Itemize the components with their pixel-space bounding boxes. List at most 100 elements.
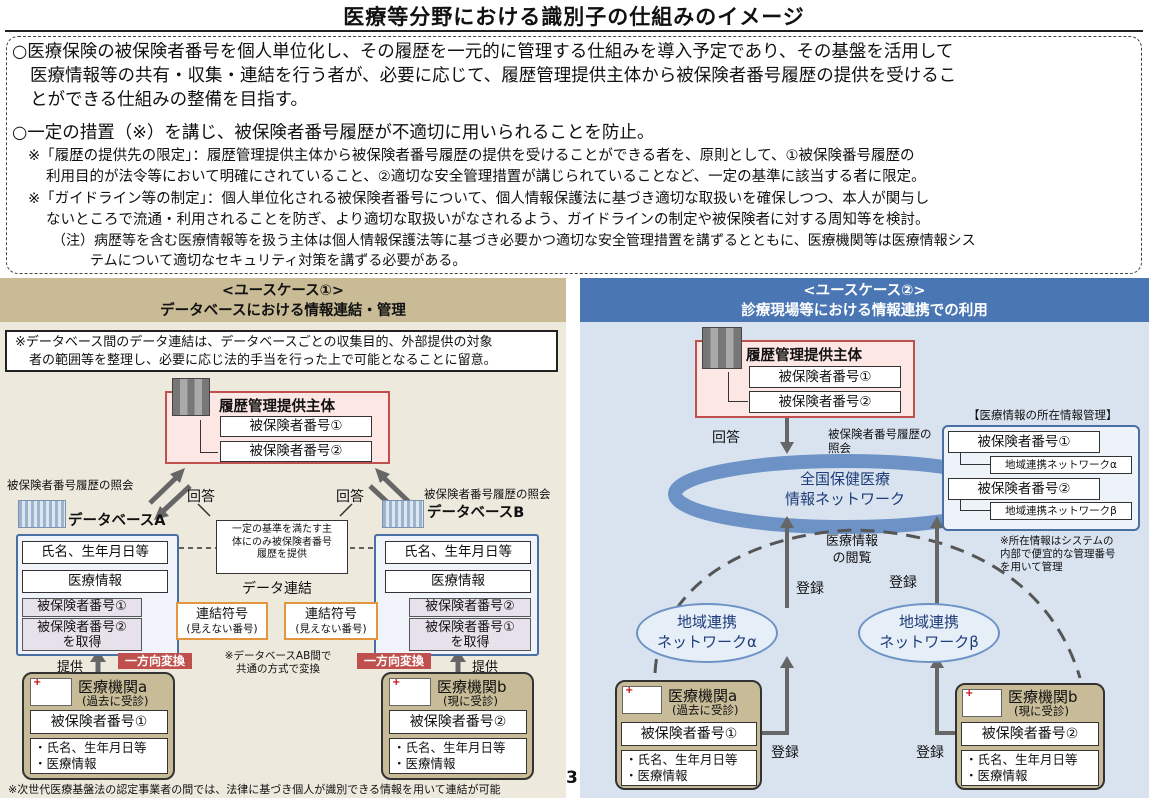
regional-network-b (858, 603, 1000, 663)
server-building-icon (172, 378, 210, 416)
right-hospital-a-name: 医療機関a (668, 687, 738, 705)
hospital-icon: + (389, 677, 431, 706)
hospital-b-name: 医療機関b (437, 678, 507, 696)
location-note-line-2: 内部で便宜的な管理番号 (1000, 548, 1116, 560)
location-network-a: 地域連携ネットワークα (990, 456, 1132, 474)
location-number-1: 被保険者番号① (948, 431, 1100, 453)
database-link-note: ※データベース間のデータ連結は、データベースごとの収集目的、外部提供の対象 者の… (5, 330, 558, 372)
arrow-head (170, 468, 185, 483)
insured-number-2-cell: 被保険者番号② (220, 441, 372, 462)
right-hospital-b-bullet-med: ・医療情報 (965, 768, 1028, 783)
history-provider-label: 履歴管理提供主体 (219, 399, 335, 415)
criteria-callout: 一定の基準を満たす主 体にのみ被保険者番号 履歴を提供 (216, 520, 348, 574)
database-b-get-line: を取得 (450, 635, 490, 650)
use-case-1-label: <ユースケース①> (221, 283, 345, 299)
right-hospital-b-sub: (現に受診) (1014, 704, 1069, 718)
inquiry-label: 被保険者番号履歴の 照会 (828, 427, 932, 455)
tree-connector (960, 500, 990, 511)
database-link-note-line-1: ※データベース間のデータ連結は、データベースごとの収集目的、外部提供の対象 (15, 335, 493, 350)
database-a-icon (18, 500, 66, 528)
ab-conversion-note-line-1: ※データベースAB間で (224, 650, 332, 662)
database-b-label: データベースB (427, 505, 525, 521)
right-hospital-b-bullet-name: ・氏名、生年月日等 (965, 752, 1078, 767)
hospital-icon: + (962, 688, 1002, 717)
location-network-b: 地域連携ネットワークβ (990, 502, 1132, 520)
regional-network-a-line-1: 地域連携 (676, 613, 737, 631)
link-code-b-sub: (見えない番号) (295, 623, 367, 635)
regional-network-a (636, 603, 778, 663)
database-b-number-2-cell: 被保険者番号② (409, 598, 531, 617)
arrow-head (930, 516, 944, 528)
inquiry-label-left: 被保険者番号履歴の照会 (7, 478, 134, 492)
arrow-register-hosp-b (935, 664, 960, 735)
database-a-get-line: を取得 (62, 635, 102, 650)
right-number-2-cell: 被保険者番号② (749, 391, 901, 413)
arrow-head (780, 516, 794, 528)
history-provider-label-right: 履歴管理提供主体 (746, 348, 862, 364)
browse-line-2: の閲覧 (832, 551, 872, 566)
database-link-note-line-2: 者の範囲等を整理し、必要に応じ法的手当を行った上で可能となることに留意。 (29, 353, 497, 368)
hospital-b-bullet-med: ・医療情報 (393, 756, 456, 771)
data-link-label: データ連結 (238, 578, 316, 598)
regional-network-a-label: 地域連携 ネットワークα (636, 612, 778, 652)
location-info-title: 【医療情報の所在情報管理】 (968, 408, 1118, 422)
link-code-a-label: 連結符号 (195, 607, 248, 622)
summary-box (6, 36, 1142, 274)
hospital-a-number-cell: 被保険者番号① (30, 710, 168, 734)
right-number-1-cell: 被保険者番号① (749, 366, 901, 388)
ab-conversion-note: ※データベースAB間で 共通の方式で変換 (213, 650, 343, 676)
right-hospital-a-number: 被保険者番号① (621, 722, 757, 746)
browse-line-1: 医療情報 (826, 534, 879, 549)
tree-connector (200, 420, 218, 453)
arrow-head (780, 656, 794, 668)
footer-note: ※次世代医療基盤法の認定事業者の間では、法律に基づき個人が識別できる情報を用いて… (8, 783, 501, 796)
provide-label-b: 提供 (472, 660, 499, 675)
location-note-line-3: を用いて管理 (1000, 561, 1063, 573)
ab-conversion-note-line-2: 共通の方式で変換 (236, 663, 320, 675)
arrow-head (375, 468, 390, 483)
use-case-1-header: <ユースケース①> データベースにおける情報連結・管理 (0, 278, 566, 322)
criteria-line-1: 一定の基準を満たす主 (232, 524, 332, 535)
link-code-b: 連結符号 (見えない番号) (284, 602, 378, 640)
use-case-2-title: 診療現場等における情報連携での利用 (741, 303, 988, 319)
database-b-number-1-line: 被保険者番号① (425, 620, 515, 635)
register-label-b: 登録 (889, 575, 917, 591)
tree-connector (728, 372, 748, 402)
use-case-2-header: <ユースケース②> 診療現場等における情報連携での利用 (580, 278, 1149, 322)
hospital-icon: + (622, 685, 662, 714)
arrow-head (450, 650, 466, 662)
arrow-inquiry-b (378, 472, 412, 505)
summary-point-2: ○一定の措置（※）を講じ、被保険者番号履歴が不適切に用いられることを防止。 (12, 123, 655, 143)
regional-network-a-line-2: ネットワークα (657, 633, 757, 651)
link-code-a-sub: (見えない番号) (186, 623, 258, 635)
page-number: 3 (566, 768, 578, 788)
right-hospital-a-bullet-name: ・氏名、生年月日等 (625, 752, 738, 767)
national-network-line-1: 全国保健医療 (799, 470, 890, 488)
arrow-head (780, 442, 794, 454)
link-code-a: 連結符号 (見えない番号) (176, 602, 268, 640)
hospital-a-name: 医療機関a (78, 678, 148, 696)
hospital-b-data: ・氏名、生年月日等 ・医療情報 (389, 738, 527, 774)
tree-connector (960, 453, 990, 465)
provide-label-a: 提供 (57, 660, 84, 675)
database-b-number-1-cell: 被保険者番号① を取得 (409, 618, 531, 651)
arrow-inquiry-a (148, 472, 182, 505)
database-a-number-2-line: 被保険者番号② (37, 620, 127, 635)
answer-label: 回答 (712, 430, 740, 446)
callout-pointer (339, 503, 353, 517)
right-hospital-a-data: ・氏名、生年月日等 ・医療情報 (621, 750, 757, 786)
database-b-icon (382, 500, 424, 528)
hospital-a-bullet-med: ・医療情報 (34, 756, 97, 771)
criteria-line-2: 体にのみ被保険者番号 (232, 536, 332, 548)
arrow-answer-a (158, 484, 192, 516)
measure-note-1-line-1: ※「履歴の提供先の限定」：履歴管理提供主体から被保険者番号履歴の提供を受けること… (28, 148, 915, 164)
criteria-line-3: 履歴を提供 (257, 549, 307, 560)
insured-number-1-cell: 被保険者番号① (220, 416, 372, 437)
arrow-head (154, 506, 169, 520)
register-hosp-a-label: 登録 (771, 745, 799, 761)
hospital-a-data: ・氏名、生年月日等 ・医療情報 (30, 738, 168, 774)
regional-network-b-label: 地域連携 ネットワークβ (858, 612, 1000, 652)
browse-dashed-arc (653, 528, 1082, 679)
location-note-line-1: ※所在情報はシステムの (1000, 535, 1114, 547)
national-network-line-2: 情報ネットワーク (784, 490, 905, 508)
